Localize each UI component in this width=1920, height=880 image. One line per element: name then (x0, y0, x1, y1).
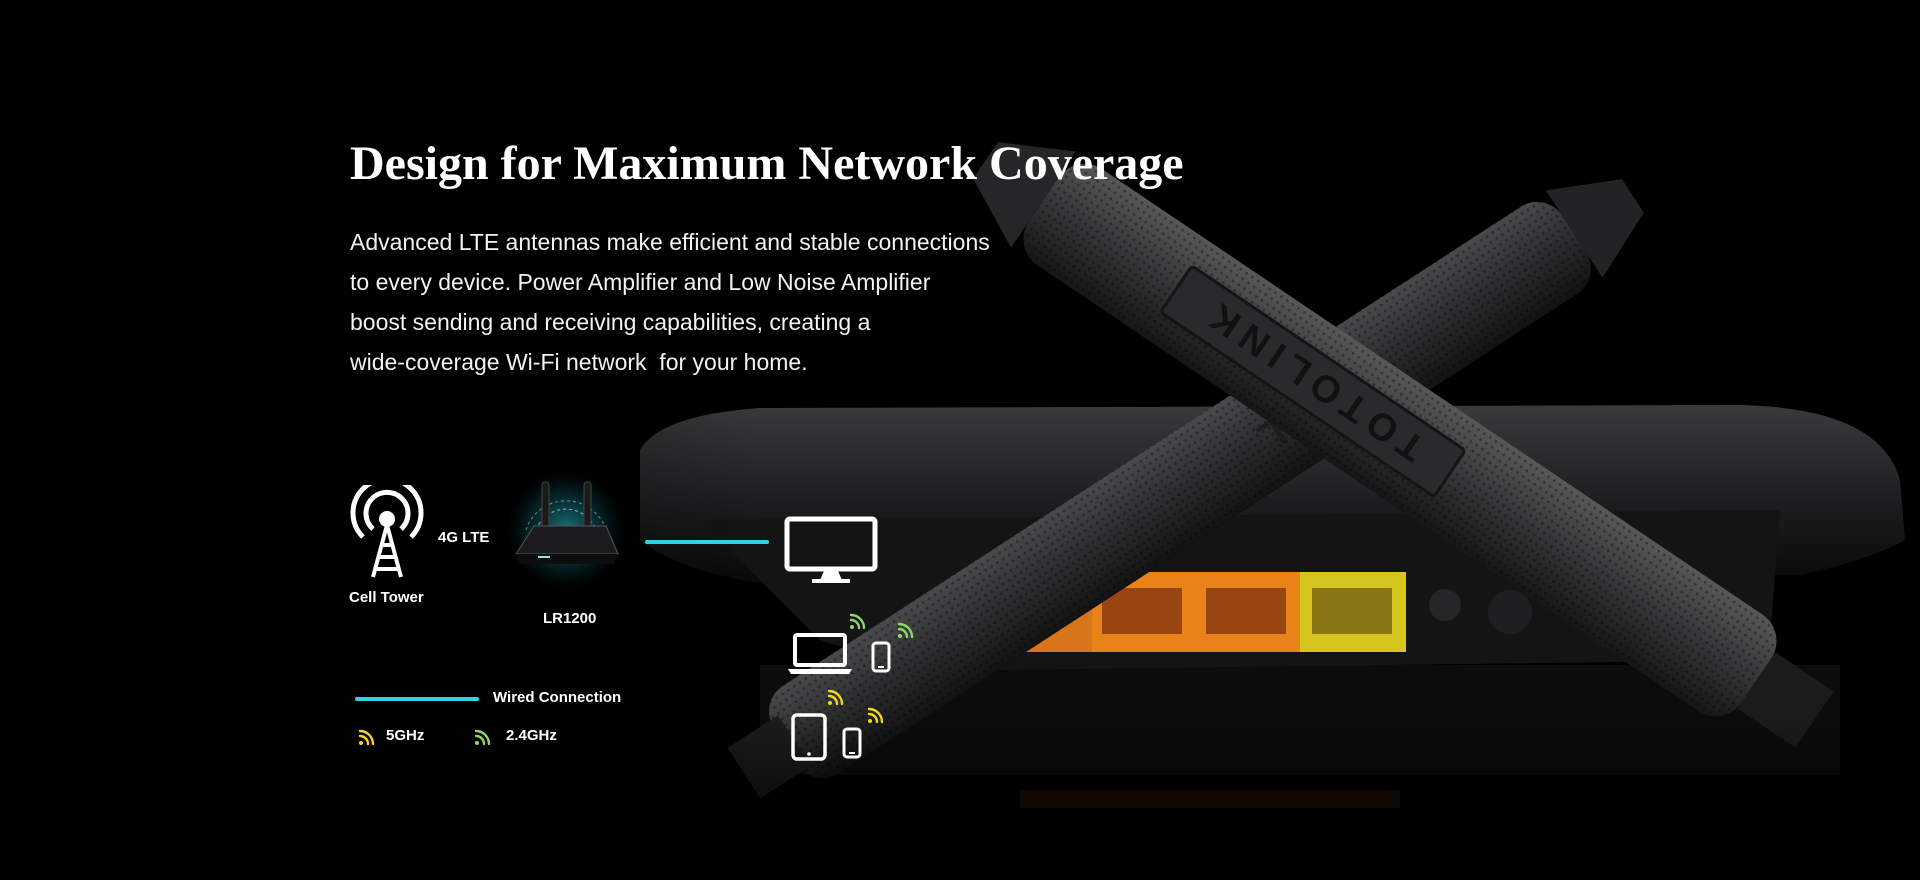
wifi-icon (827, 689, 844, 706)
cell-tower-icon (350, 485, 424, 578)
legend-5ghz-label: 5GHz (386, 727, 425, 744)
description-line: Advanced LTE antennas make efficient and… (350, 229, 990, 255)
cell-tower-label: Cell Tower (349, 589, 424, 606)
description-text: Advanced LTE antennas make efficient and… (350, 222, 1010, 382)
router-label: LR1200 (543, 610, 597, 627)
wifi-icon (897, 622, 914, 639)
laptop-icon (788, 633, 852, 674)
legend-wired-swatch (355, 697, 479, 701)
legend-24ghz-label: 2.4GHz (506, 727, 557, 744)
description-line: boost sending and receiving capabilities… (350, 309, 871, 335)
wifi-icon (867, 707, 884, 724)
wifi-5ghz-icon (358, 729, 375, 746)
router-icon (506, 470, 626, 590)
phone-icon (842, 727, 862, 759)
page-title: Design for Maximum Network Coverage (350, 137, 1184, 190)
lte-label: 4G LTE (438, 529, 490, 546)
description-line: wide-coverage Wi-Fi network for your hom… (350, 349, 808, 375)
tablet-icon (791, 713, 827, 761)
wifi-icon (849, 613, 866, 630)
phone-icon (871, 641, 891, 673)
legend-wired-label: Wired Connection (493, 689, 622, 706)
description-line: to every device. Power Amplifier and Low… (350, 269, 931, 295)
wifi-24ghz-icon (474, 729, 491, 746)
wired-connection-line (645, 540, 769, 544)
monitor-icon (784, 516, 878, 583)
